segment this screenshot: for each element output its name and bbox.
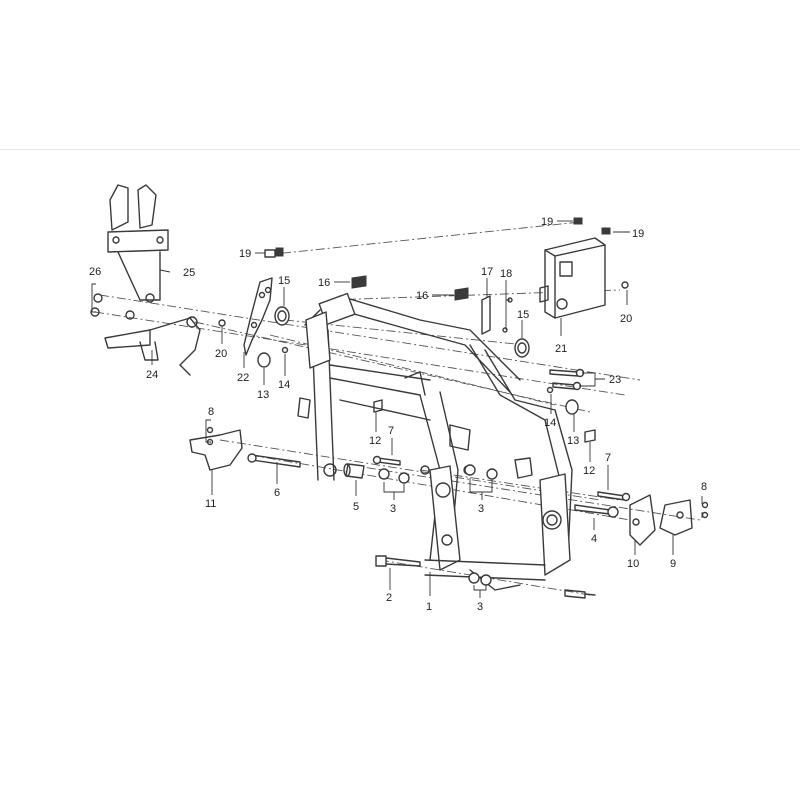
assembly-axes (94, 221, 701, 596)
callout-8: 8 (701, 481, 707, 493)
callout-19: 19 (541, 216, 553, 228)
callout-14: 14 (544, 417, 556, 429)
bracket-9 (659, 499, 693, 536)
callout-6: 6 (274, 487, 280, 499)
bracket-22 (243, 277, 273, 356)
callout-17: 17 (481, 266, 493, 278)
callout-7: 7 (605, 452, 611, 464)
bolt-19 (264, 217, 611, 258)
callout-26: 26 (89, 266, 101, 278)
callout-3: 3 (477, 601, 483, 613)
callout-4: 4 (591, 533, 597, 545)
callout-14: 14 (278, 379, 290, 391)
callout-5: 5 (353, 501, 359, 513)
hardware-small (218, 281, 629, 394)
spacer-13 (257, 352, 579, 415)
callout-9: 9 (670, 558, 676, 570)
callout-15: 15 (517, 309, 529, 321)
damper-15 (274, 306, 530, 358)
bolt-23 (549, 368, 585, 391)
callout-20: 20 (620, 313, 632, 325)
shaft-6 (247, 453, 301, 468)
callout-19: 19 (239, 248, 251, 260)
callout-22: 22 (237, 372, 249, 384)
callout-21: 21 (555, 343, 567, 355)
leader-lines (91, 220, 703, 598)
bracket-11 (189, 426, 243, 471)
sleeve-5 (343, 463, 365, 479)
callout-23: 23 (609, 374, 621, 386)
main-frame-1 (297, 292, 573, 591)
nuts-3 (378, 464, 498, 586)
battery-box-21 (539, 237, 606, 319)
knob-16 (351, 275, 469, 301)
callout-13: 13 (257, 389, 269, 401)
callout-25: 25 (183, 267, 195, 279)
bracket-25 (107, 184, 169, 303)
callout-10: 10 (627, 558, 639, 570)
callout-16: 16 (318, 277, 330, 289)
bolt-2 (375, 555, 421, 567)
footpeg-bracket-24 (104, 310, 201, 376)
callout-15: 15 (278, 275, 290, 287)
pin-17-18 (481, 295, 513, 335)
callout-16: 16 (416, 290, 428, 302)
washer-8 (701, 501, 709, 519)
callout-3: 3 (478, 503, 484, 515)
callout-24: 24 (146, 369, 158, 381)
callout-18: 18 (500, 268, 512, 280)
callout-13: 13 (567, 435, 579, 447)
callout-labels: 1 2 3 3 3 4 5 6 7 7 8 8 9 10 11 12 12 13… (89, 216, 707, 613)
callout-7: 7 (388, 425, 394, 437)
callout-12: 12 (583, 465, 595, 477)
callout-20: 20 (215, 348, 227, 360)
clip-12 (373, 399, 596, 443)
bolt-4 (574, 504, 619, 518)
bracket-10 (629, 494, 656, 546)
callout-1: 1 (426, 601, 432, 613)
header-divider (0, 149, 800, 150)
callout-19: 19 (632, 228, 644, 240)
callout-12: 12 (369, 435, 381, 447)
callout-11: 11 (205, 498, 216, 510)
callout-8: 8 (208, 406, 214, 418)
washer-26 (90, 293, 103, 317)
callout-3: 3 (390, 503, 396, 515)
callout-2: 2 (386, 592, 392, 604)
sensor (564, 589, 596, 599)
bolt-7 (372, 455, 631, 502)
